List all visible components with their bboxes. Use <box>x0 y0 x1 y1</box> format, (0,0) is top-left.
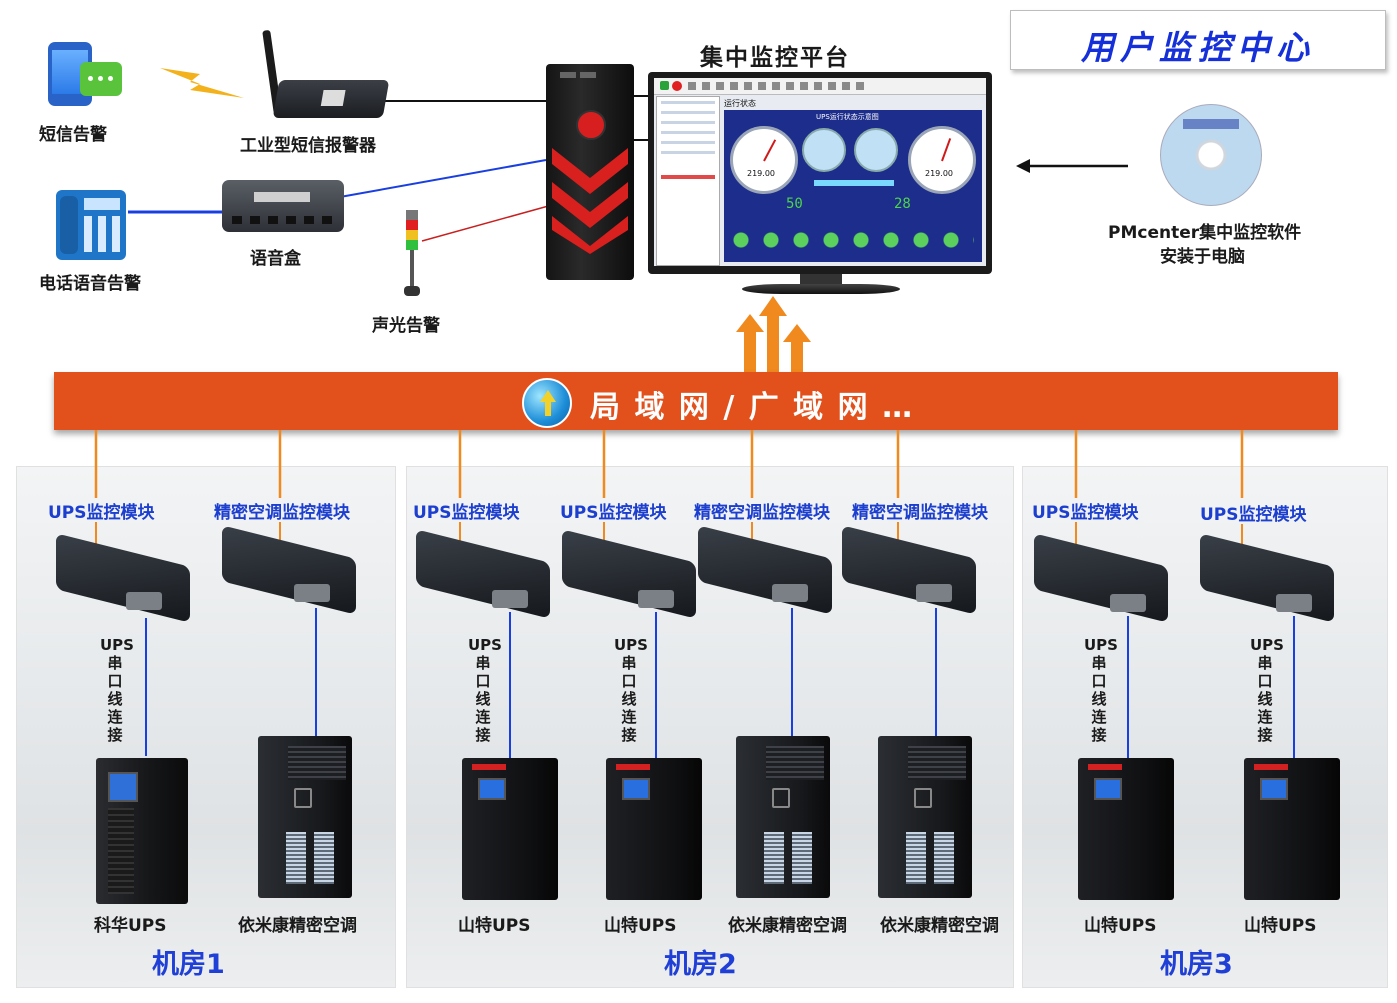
precision-ac-unit <box>736 736 830 898</box>
room-2-title: 机房2 <box>664 942 737 981</box>
ups-unit <box>462 758 558 900</box>
ups-unit <box>96 758 188 904</box>
room1-equipment-label-2: 依米康精密空调 <box>238 911 357 936</box>
room3-module-label-2: UPS监控模块 <box>1200 500 1307 525</box>
room3-module-label-1: UPS监控模块 <box>1032 498 1139 523</box>
monitor-module <box>416 536 556 624</box>
precision-ac-unit <box>878 736 972 898</box>
ups-unit <box>1078 758 1174 900</box>
serial-cable-label: UPS 串口线连接 <box>468 636 498 744</box>
room2-equipment-label-2: 山特UPS <box>604 911 677 936</box>
room2-equipment-label-4: 依米康精密空调 <box>880 911 999 936</box>
monitor-module <box>698 532 838 620</box>
serial-cable-label: UPS 串口线连接 <box>614 636 644 744</box>
monitor-module <box>56 540 196 628</box>
room2-module-label-3: 精密空调监控模块 <box>694 498 830 523</box>
room1-module-label-2: 精密空调监控模块 <box>214 498 350 523</box>
monitor-module <box>222 532 362 620</box>
serial-cable-label: UPS 串口线连接 <box>1250 636 1280 744</box>
room1-module-label-1: UPS监控模块 <box>48 498 155 523</box>
monitor-module <box>1034 540 1174 628</box>
precision-ac-unit <box>258 736 352 898</box>
serial-cable-label: UPS 串口线连接 <box>100 636 130 744</box>
room2-equipment-label-1: 山特UPS <box>458 911 531 936</box>
room3-equipment-label-2: 山特UPS <box>1244 911 1317 936</box>
ups-unit <box>606 758 702 900</box>
room3-equipment-label-1: 山特UPS <box>1084 911 1157 936</box>
monitor-module <box>842 532 982 620</box>
room2-module-label-4: 精密空调监控模块 <box>852 498 988 523</box>
monitor-module <box>1200 540 1340 628</box>
monitor-module <box>562 536 702 624</box>
room-3-title: 机房3 <box>1160 942 1233 981</box>
serial-cable-label: UPS 串口线连接 <box>1084 636 1114 744</box>
room2-module-label-1: UPS监控模块 <box>413 498 520 523</box>
room-1-title: 机房1 <box>152 942 225 981</box>
room2-equipment-label-3: 依米康精密空调 <box>728 911 847 936</box>
ups-unit <box>1244 758 1340 900</box>
room1-equipment-label-1: 科华UPS <box>94 911 167 936</box>
room2-module-label-2: UPS监控模块 <box>560 498 667 523</box>
